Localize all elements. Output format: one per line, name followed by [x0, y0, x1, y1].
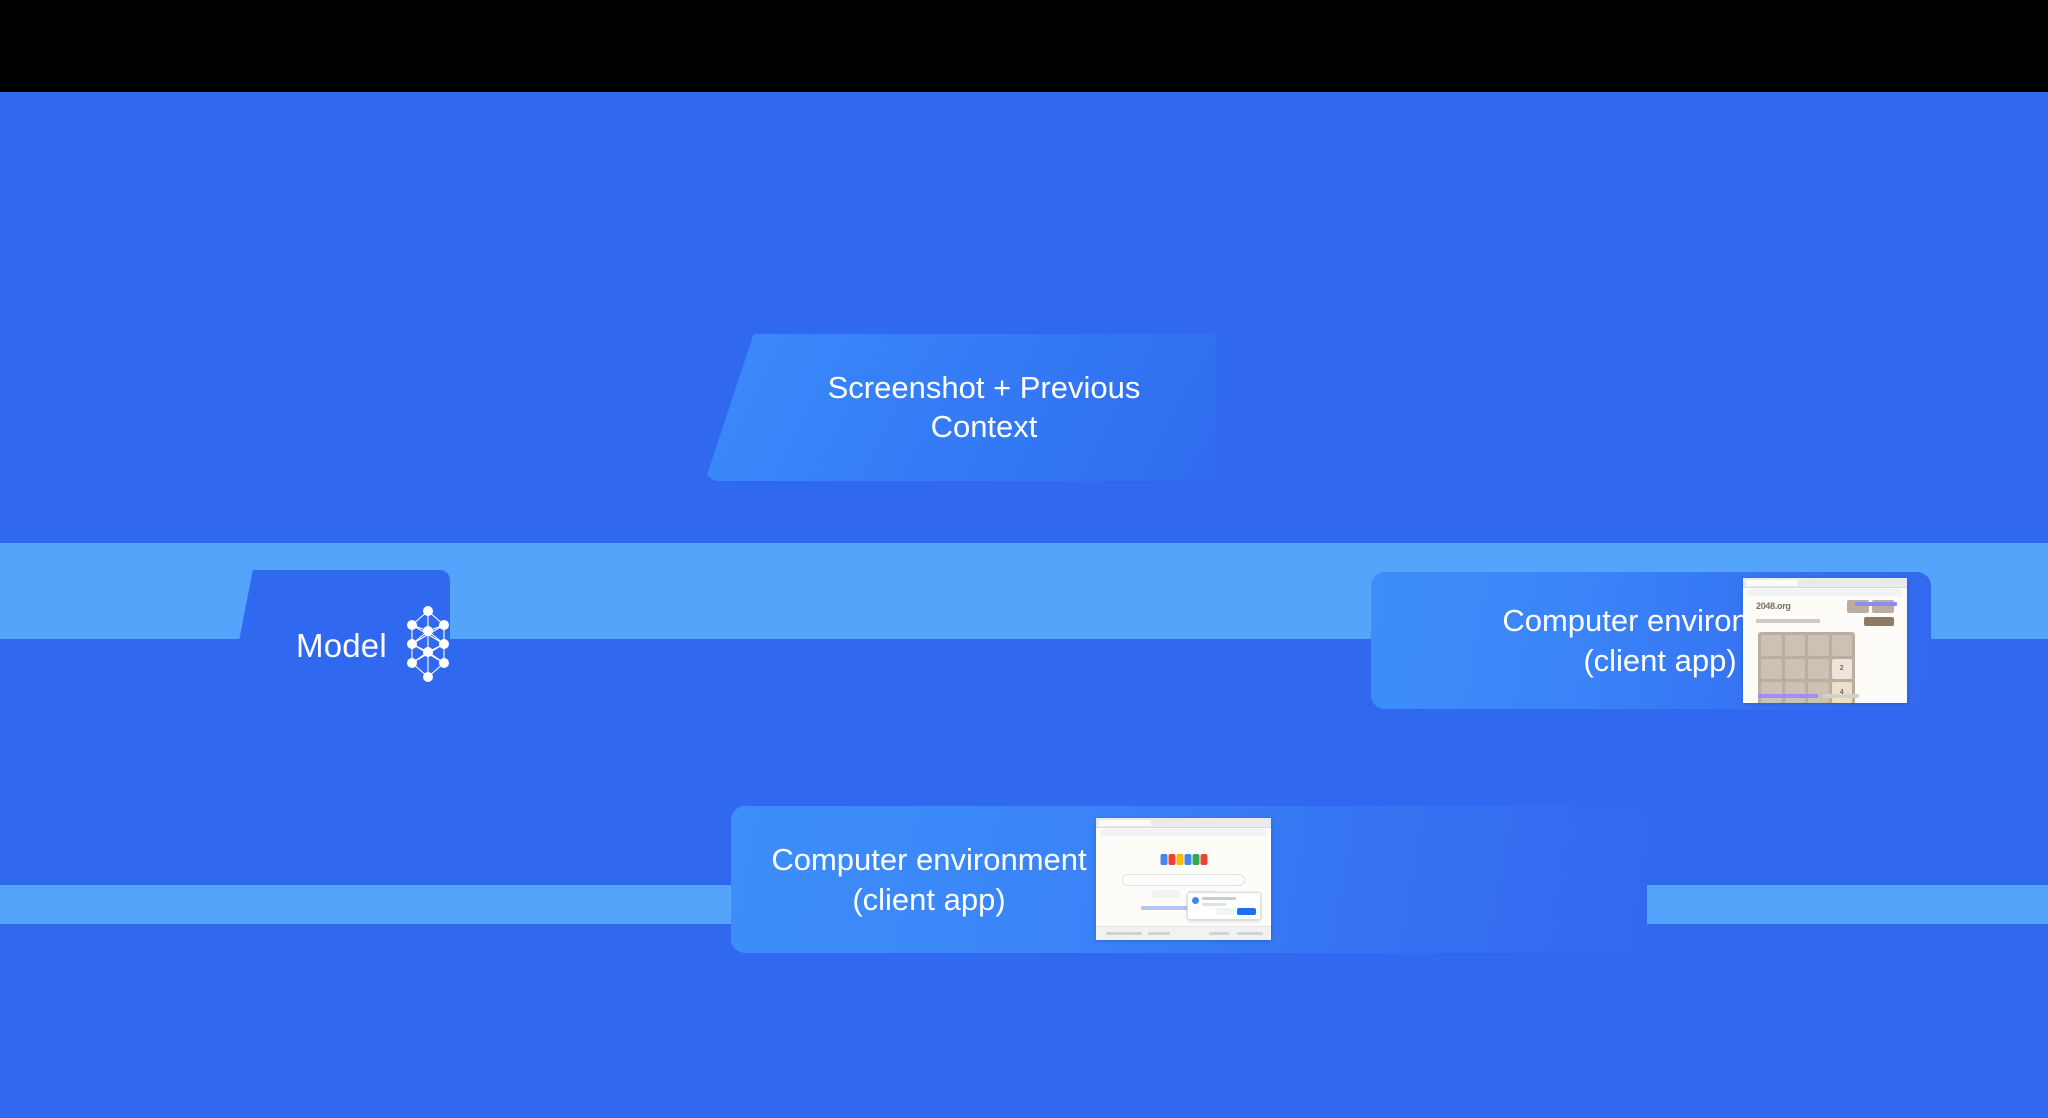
google-logo: [1160, 854, 1207, 865]
model-label: Model: [296, 627, 387, 664]
google-search-input[interactable]: [1122, 874, 1245, 886]
game-2048-board[interactable]: 2 4 4 8: [1758, 632, 1855, 703]
browser-url-bar: [1747, 589, 1903, 596]
neural-network-icon: [405, 604, 450, 689]
browser-chrome-bar: [1743, 578, 1907, 588]
tile: [1784, 635, 1805, 656]
game-2048-subtitle: [1756, 619, 1820, 623]
game-2048-footer-text: [1823, 694, 1859, 698]
env-card-google-line-2: (client app): [852, 881, 1006, 917]
browser-chrome-bar: [1096, 818, 1271, 828]
context-line-1: Screenshot + Previous: [827, 370, 1141, 406]
letterbox-top: [0, 0, 2048, 92]
context-arrow-text: Screenshot + Previous Context: [828, 369, 1141, 446]
google-dialog-icon: [1192, 897, 1199, 904]
tile: [1761, 658, 1782, 679]
game-2048-new-game-button[interactable]: [1864, 617, 1894, 626]
tile: [1761, 682, 1782, 703]
google-dialog-confirm-button[interactable]: [1237, 908, 1256, 915]
tile: [1831, 635, 1852, 656]
google-dialog-subtitle: [1202, 903, 1226, 906]
tile: [1808, 635, 1829, 656]
band-dark-3: [0, 924, 2048, 1118]
env-card-2048-line-2: (client app): [1583, 642, 1737, 678]
browser-url-bar: [1100, 829, 1267, 836]
tile: 4: [1831, 682, 1852, 703]
google-dialog-title: [1202, 897, 1236, 900]
browser-tab: [1746, 579, 1798, 586]
thumbnail-2048[interactable]: 2048.org 2 4 4 8: [1743, 578, 1907, 703]
game-2048-link[interactable]: [1855, 602, 1897, 606]
env-card-google-line-1: Computer environment: [771, 842, 1087, 878]
game-2048-footer-link[interactable]: [1758, 694, 1818, 698]
tile: [1784, 682, 1805, 703]
google-language-links[interactable]: [1140, 906, 1227, 910]
env-card-google-text: Computer environment (client app): [731, 840, 1109, 918]
tile: [1808, 658, 1829, 679]
tile: [1761, 635, 1782, 656]
game-2048-title: 2048.org: [1756, 601, 1791, 611]
google-footer: [1096, 926, 1271, 940]
tile: [1784, 658, 1805, 679]
tile: 2: [1831, 658, 1852, 679]
tile: [1808, 682, 1829, 703]
context-arrow[interactable]: Screenshot + Previous Context: [705, 334, 1217, 481]
context-line-2: Context: [930, 408, 1038, 444]
browser-tab: [1099, 819, 1151, 826]
model-node[interactable]: Model: [238, 570, 450, 722]
google-signin-dialog[interactable]: [1187, 892, 1261, 920]
thumbnail-google[interactable]: [1096, 818, 1271, 940]
google-dialog-cancel-button[interactable]: [1216, 908, 1234, 915]
